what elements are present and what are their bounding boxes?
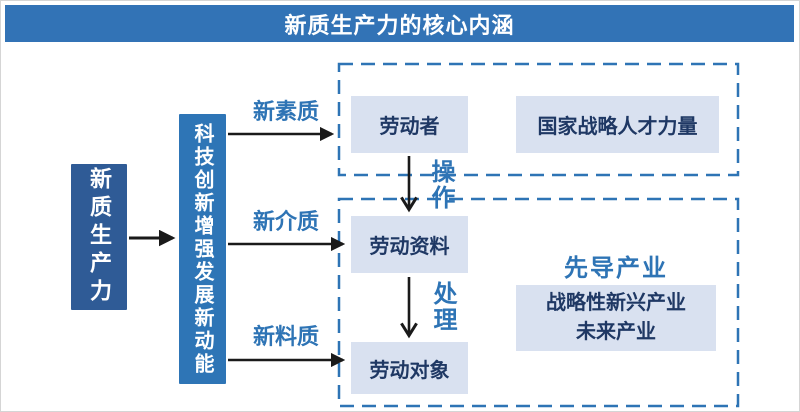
strategic-industry-box: 战略性新兴产业 未来产业 <box>516 285 716 351</box>
worker-box: 劳动者 <box>351 96 468 153</box>
labor-materials-box: 劳动资料 <box>351 216 468 273</box>
strategic-industry-line1: 战略性新兴产业 <box>546 292 686 314</box>
national-talent-box: 国家战略人才力量 <box>516 96 719 153</box>
page-title: 新质生产力的核心内涵 <box>5 5 794 42</box>
source-box-new-quality-productivity: 新质生产力 <box>71 164 127 310</box>
flow-label-process: 处理 <box>429 281 456 333</box>
branch-label-new-quality: 新素质 <box>252 99 319 124</box>
strategic-industry-line2: 未来产业 <box>576 321 656 343</box>
flow-label-operate: 操作 <box>427 159 454 211</box>
leading-industry-title: 先导产业 <box>564 255 668 282</box>
driver-box-tech-innovation: 科技创新增强发展新动能 <box>179 114 226 384</box>
branch-label-new-material: 新料质 <box>252 324 319 349</box>
branch-label-new-medium: 新介质 <box>252 209 319 234</box>
labor-objects-box: 劳动对象 <box>351 342 468 394</box>
